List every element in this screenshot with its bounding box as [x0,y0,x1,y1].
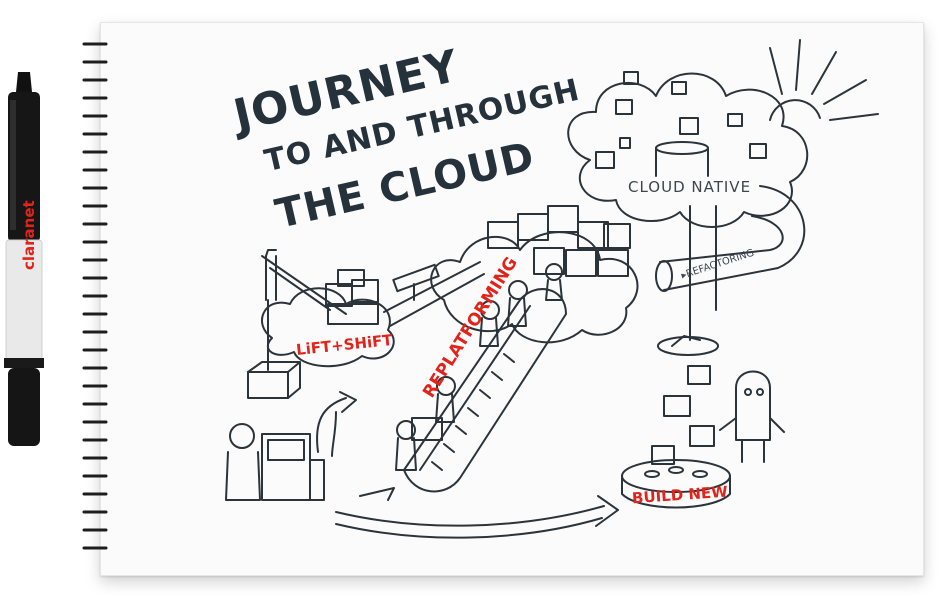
box-icon [487,205,631,277]
worker-icon [395,263,563,471]
pipe-icon [655,185,806,292]
box-icon [325,269,379,325]
escalator-icon [403,288,567,493]
robot-icon [719,370,785,463]
spiral-binding [82,42,108,550]
arrow-icon [316,391,357,457]
marker-pen [4,72,44,446]
sun-icon [769,39,879,121]
box-icon [595,71,767,169]
stage-cloud-native: CLOUD NATIVE [628,178,752,196]
cloud-icon [567,72,809,228]
notebook-page [100,22,924,576]
tree-icon [655,141,717,341]
arrow-icon [335,487,619,539]
